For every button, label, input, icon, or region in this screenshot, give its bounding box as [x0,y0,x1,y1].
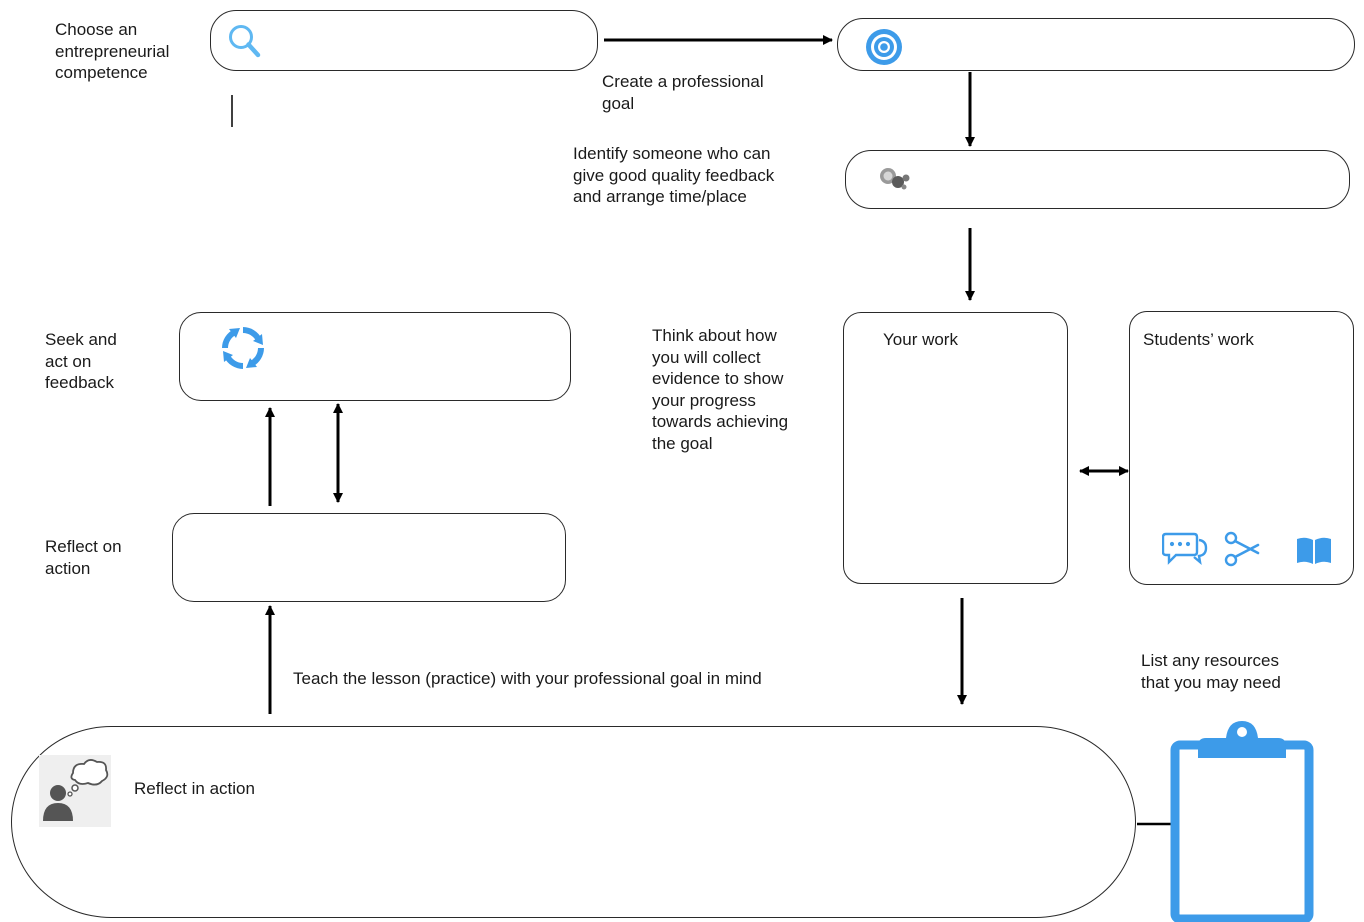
evidence-label-line: evidence to show [652,369,784,388]
evidence-label-line: you will collect [652,347,761,367]
choose-label-line: competence [55,63,148,82]
evidence-label-line: your progress [652,390,756,410]
reflect-in-action-title: Reflect in action [134,779,255,798]
goal-label: Create a professional goal [602,71,764,114]
teach-label: Teach the lesson (practice) with your pr… [293,669,762,688]
evidence-label-line: towards achieving [652,412,789,431]
evidence-label-line: the goal [652,433,713,453]
book-icon [1297,537,1331,564]
speech-bubble-icon [1162,532,1208,565]
seek-label: Seek and act on feedback [45,329,117,394]
seek-feedback-box[interactable] [179,312,571,401]
goal-label-line: Create a professional [602,72,764,91]
clipboard-icon [1170,721,1314,922]
identify-feedback-giver-box[interactable] [845,150,1350,209]
identify-label-line: and arrange time/place [573,187,747,206]
your-work-title: Your work [883,330,958,349]
seek-label-line: feedback [45,373,114,392]
goal-label-line: goal [602,93,635,113]
scissors-icon [1224,531,1260,567]
professional-goal-box[interactable] [837,18,1355,71]
thinking-person-icon [39,755,111,827]
your-work-box[interactable]: Your work [843,312,1068,584]
people-network-icon [880,168,910,190]
choose-label-line: entrepreneurial [55,41,170,61]
evidence-label: Think about how you will collect evidenc… [652,325,788,454]
search-icon [229,25,261,58]
choose-label: Choose an entrepreneurial competence [55,19,169,84]
refresh-cycle-icon [222,327,264,369]
target-icon [866,29,902,65]
reflect-in-action-box[interactable]: Reflect in action [11,726,1136,918]
identify-label-line: Identify someone who can [573,144,771,163]
resources-label-line: that you may need [1141,672,1281,692]
identify-label-line: give good quality feedback [573,165,775,185]
identify-label: Identify someone who can give good quali… [573,143,774,208]
choose-label-line: Choose an [55,20,138,39]
choose-competence-box[interactable] [210,10,598,71]
reflect-on-label-line: action [45,558,91,578]
evidence-label-line: Think about how [652,326,777,345]
reflect-on-label: Reflect on action [45,536,122,579]
reflect-on-action-box[interactable] [172,513,566,602]
resources-label-line: List any resources [1141,651,1279,670]
students-work-box[interactable]: Students’ work [1129,311,1354,585]
resources-label: List any resources that you may need [1141,650,1281,693]
seek-label-line: Seek and [45,330,117,349]
reflect-on-label-line: Reflect on [45,537,122,556]
students-work-title: Students’ work [1143,330,1254,349]
seek-label-line: act on [45,351,92,371]
